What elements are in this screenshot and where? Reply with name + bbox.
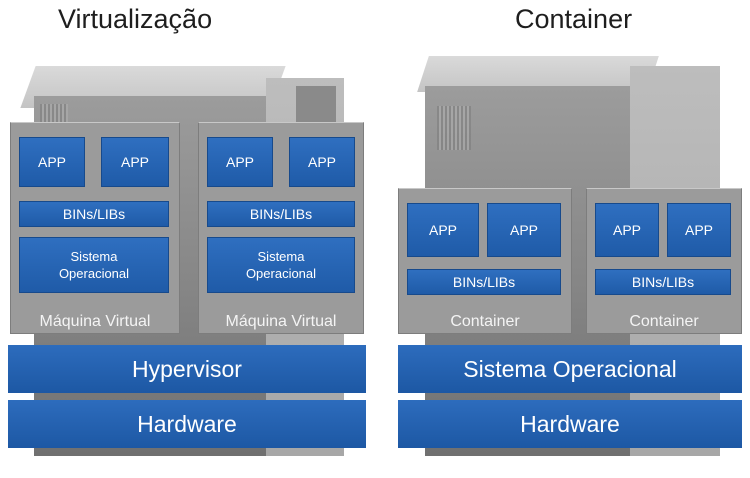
guest-os-box: Sistema Operacional — [19, 237, 169, 293]
app-box: APP — [207, 137, 273, 187]
virtual-machine-label: Máquina Virtual — [39, 313, 151, 330]
host-os-layer: Sistema Operacional — [398, 345, 742, 393]
app-box: APP — [19, 137, 85, 187]
app-box: APP — [289, 137, 355, 187]
container-unit-2: APP APP BINs/LIBs Container — [586, 188, 742, 334]
bins-libs-box: BINs/LIBs — [207, 201, 355, 227]
guest-os-line-2: Operacional — [245, 266, 317, 281]
container-title: Container — [515, 4, 633, 34]
bins-libs-box: BINs/LIBs — [595, 269, 731, 295]
hardware-layer-right: Hardware — [398, 400, 742, 448]
bins-libs-box: BINs/LIBs — [19, 201, 169, 227]
guest-os-line-2: Operacional — [58, 266, 130, 281]
virtual-machine-label: Máquina Virtual — [225, 313, 337, 330]
virtualization-title: Virtualização — [58, 4, 213, 34]
guest-os-line-1: Sistema — [257, 249, 305, 264]
app-box: APP — [407, 203, 479, 257]
app-box: APP — [595, 203, 659, 257]
container-unit-1: APP APP BINs/LIBs Container — [398, 188, 572, 334]
virtual-machine-2: APP APP BINs/LIBs Sistema Operacional Má… — [198, 122, 364, 334]
app-box: APP — [487, 203, 561, 257]
app-box: APP — [667, 203, 731, 257]
app-box: APP — [101, 137, 169, 187]
guest-os-line-1: Sistema — [70, 249, 118, 264]
container-label: Container — [450, 313, 520, 330]
virtual-machine-1: APP APP BINs/LIBs Sistema Operacional Má… — [10, 122, 180, 334]
guest-os-box: Sistema Operacional — [207, 237, 355, 293]
hypervisor-layer: Hypervisor — [8, 345, 366, 393]
bins-libs-box: BINs/LIBs — [407, 269, 561, 295]
hardware-layer-left: Hardware — [8, 400, 366, 448]
container-label: Container — [629, 313, 699, 330]
